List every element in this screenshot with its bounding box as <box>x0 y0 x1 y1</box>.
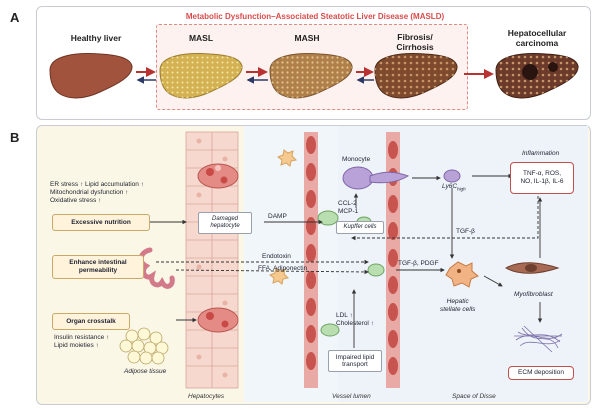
fibrosis-liver-icon <box>374 53 458 99</box>
vessel-lumen-region <box>244 126 338 402</box>
arrow-stellate-myofibroblast <box>483 275 503 287</box>
stage-label-healthy: Healthy liver <box>70 33 122 43</box>
ldl-label: LDL ↑ <box>336 312 353 319</box>
ecm-deposition-box: ECM deposition <box>508 366 574 380</box>
ffa-adiponectin-label: FFA, Adiponectin <box>258 265 308 272</box>
stage-label-hcc: Hepatocellular carcinoma <box>507 28 567 48</box>
damaged-hepatocyte-box: Damaged hepatocyte <box>198 212 252 234</box>
ly6c-text: Ly6C <box>442 183 458 190</box>
panel-b-letter: B <box>10 130 20 145</box>
kupffer-cells-box: Kupffer cells <box>336 221 384 234</box>
vessel-wall-right <box>386 132 400 388</box>
cytokines-box: TNF-α, ROS, NO, IL-1β, IL-6 <box>510 162 574 194</box>
masl-liver-icon <box>159 53 243 99</box>
damp-label: DAMP <box>268 213 287 220</box>
enhance-permeability-box: Enhance intestinal permeability <box>52 255 144 279</box>
ccl2-label: CCL-2 <box>338 200 357 207</box>
inflammation-label: Inflammation <box>522 150 560 157</box>
stress-line-1: ER stress ↑ Lipid accumulation ↑ <box>50 181 144 188</box>
crosstalk-line-1: Insulin resistance ↑ <box>54 334 110 341</box>
panel-a-letter: A <box>10 10 20 25</box>
stage-label-fibrosis: Fibrosis/ Cirrhosis <box>396 32 434 52</box>
hepatic-stellate-cell-icon <box>445 261 479 288</box>
healthy-liver-icon <box>49 53 133 99</box>
arrow-tgfb <box>351 196 539 241</box>
crosstalk-line-2: Lipid moieties ↑ <box>54 342 99 349</box>
masld-title: Metabolic Dysfunction–Associated Steatot… <box>185 12 445 21</box>
vessel-wall-left <box>304 132 318 388</box>
tgfb-pdgf-label: TGF-β, PDGF <box>398 260 439 267</box>
ly6c-subscript: high <box>457 186 466 192</box>
monocyte-icon <box>342 166 461 190</box>
hcc-liver-icon <box>495 53 579 99</box>
myofibroblast-icon <box>504 262 560 274</box>
bottom-label-hepatocytes: Hepatocytes <box>188 393 225 400</box>
monocyte-label: Monocyte <box>342 156 371 163</box>
arrow-ffa <box>175 269 369 275</box>
stress-line-3: Oxidative stress ↑ <box>50 197 102 204</box>
bottom-label-space-of-disse: Space of Disse <box>452 393 496 400</box>
stage-label-masl: MASL <box>188 33 214 43</box>
cholesterol-label: Cholesterol ↑ <box>336 320 374 327</box>
ly6c-label: Ly6Chigh <box>442 183 466 193</box>
stress-line-2: Mitochondrial dysfunction ↑ <box>50 189 129 196</box>
adipose-tissue-label: Adipose tissue <box>124 368 167 375</box>
tgfb-label: TGF-β <box>456 228 475 235</box>
ecm-fibers-icon <box>514 325 563 353</box>
floating-cell-icon <box>268 149 298 285</box>
adipose-tissue-icon <box>119 327 169 365</box>
stage-label-mash: MASH <box>294 33 320 43</box>
hepatic-stellate-label: Hepatic stellate cells <box>440 298 476 313</box>
excessive-nutrition-box: Excessive nutrition <box>52 214 150 231</box>
mash-liver-icon <box>269 53 353 99</box>
endotoxin-label: Endotoxin <box>262 253 291 260</box>
myofibroblast-label: Myofibroblast <box>514 291 553 298</box>
intestine-icon <box>138 247 175 289</box>
damaged-hepatocyte-icon <box>197 163 239 333</box>
organ-crosstalk-box: Organ crosstalk <box>52 313 130 330</box>
impaired-lipid-box: Impaired lipid transport <box>328 350 382 372</box>
mcp1-label: MCP-1 <box>338 208 359 215</box>
bottom-label-vessel-lumen: Vessel lumen <box>332 393 371 400</box>
